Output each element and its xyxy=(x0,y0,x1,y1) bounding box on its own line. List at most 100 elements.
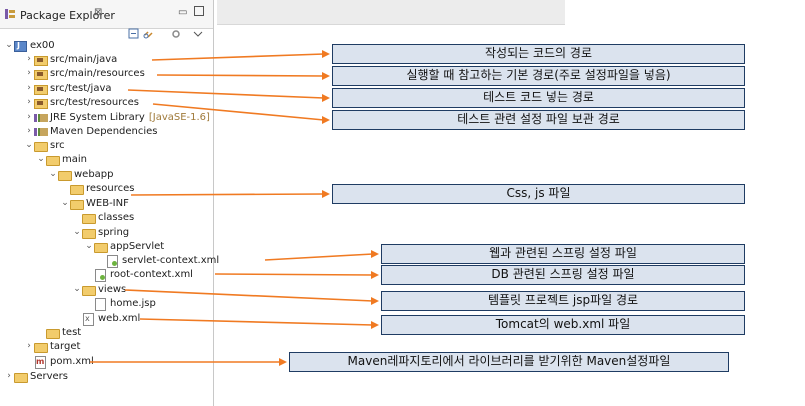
folder-icon xyxy=(34,341,48,353)
chevron-right-icon[interactable]: › xyxy=(27,126,31,136)
tree-item-decoration: [JavaSE-1.6] xyxy=(148,112,210,123)
tree-item-src-test-java[interactable]: ›src/test/java xyxy=(24,82,112,95)
tree-item-webapp[interactable]: ⌄ webapp xyxy=(48,168,114,181)
chevron-down-icon[interactable]: ⌄ xyxy=(73,227,81,237)
chevron-right-icon[interactable]: › xyxy=(27,97,31,107)
maximize-icon[interactable] xyxy=(194,6,204,16)
tree-item-spring[interactable]: ⌄ spring xyxy=(72,226,129,239)
tree-item-jre[interactable]: › JRE System Library[JavaSE-1.6] xyxy=(24,111,210,124)
tree-item-label: src xyxy=(50,140,65,151)
folder-icon xyxy=(46,154,60,166)
tree-item-servers[interactable]: › Servers xyxy=(4,370,68,383)
package-folder-icon xyxy=(34,97,48,109)
annotation-box-views: 템플릿 프로젝트 jsp파일 경로 xyxy=(381,291,745,311)
tree-item-label: webapp xyxy=(74,169,114,180)
tree-item-label: root-context.xml xyxy=(110,269,193,280)
folder-icon xyxy=(94,241,108,253)
annotation-box-web-xml: Tomcat의 web.xml 파일 xyxy=(381,315,745,335)
project-icon xyxy=(14,39,27,52)
xml-file-icon xyxy=(82,312,95,326)
tree-item-label: Servers xyxy=(30,371,69,382)
annotation-box-root-context: DB 관련된 스프링 설정 파일 xyxy=(381,265,745,285)
tree-item-label: spring xyxy=(98,227,130,238)
arrow-head-test-java xyxy=(322,94,330,102)
tree-item-main[interactable]: ⌄ main xyxy=(36,153,87,166)
tree-item-label: main xyxy=(62,154,87,165)
view-tab-title[interactable]: Package Explorer xyxy=(20,9,115,22)
tree-item-label: appServlet xyxy=(110,241,165,252)
arrow-head-root-context xyxy=(371,271,379,279)
library-icon xyxy=(34,126,48,137)
chevron-right-icon[interactable]: › xyxy=(27,112,31,122)
folder-icon xyxy=(14,371,28,383)
tree-item-label: servlet-context.xml xyxy=(122,255,220,266)
tree-item-label: views xyxy=(98,284,127,295)
annotation-box-main-java: 작성되는 코드의 경로 xyxy=(332,44,745,64)
editor-area xyxy=(217,0,565,25)
chevron-right-icon[interactable]: › xyxy=(27,54,31,64)
tree-item-label: WEB-INF xyxy=(86,198,129,209)
tree-item-label: test xyxy=(62,327,82,338)
tree-item-src-main-java[interactable]: ›src/main/java xyxy=(24,53,117,66)
tree-item-appservlet[interactable]: ⌄ appServlet xyxy=(84,240,164,253)
tree-item-web-inf[interactable]: ⌄ WEB-INF xyxy=(60,197,129,210)
annotation-box-servlet-context: 웹과 관련된 스프링 설정 파일 xyxy=(381,244,745,264)
view-tab-bar: Package Explorer ⊠ ▭ xyxy=(0,0,213,29)
tree-item-pom[interactable]: pom.xml xyxy=(24,355,94,369)
folder-icon xyxy=(82,212,96,224)
chevron-right-icon[interactable]: › xyxy=(27,68,31,78)
tree-item-ex00[interactable]: ⌄ ex00 xyxy=(4,39,55,52)
maven-pom-icon xyxy=(34,355,47,369)
tree-item-label: classes xyxy=(98,212,135,223)
arrow-head-resources xyxy=(322,190,330,198)
tree-item-test[interactable]: test xyxy=(36,326,81,339)
tree-item-web-xml[interactable]: web.xml xyxy=(72,312,141,326)
arrow-head-main-resources xyxy=(322,72,330,80)
package-folder-icon xyxy=(34,68,48,80)
tree-item-label: src/test/resources xyxy=(50,97,140,108)
tree-item-src[interactable]: ⌄ src xyxy=(24,139,65,152)
annotation-box-pom: Maven레파지토리에서 라이브러리를 받기위한 Maven설정파일 xyxy=(289,352,729,372)
tree-item-src-main-resources[interactable]: ›src/main/resources xyxy=(24,67,145,80)
chevron-down-icon[interactable]: ⌄ xyxy=(73,284,81,294)
chevron-right-icon[interactable]: › xyxy=(7,371,11,381)
tree-item-home-jsp[interactable]: home.jsp xyxy=(84,297,156,311)
tree-item-label: JRE System Library xyxy=(50,112,145,123)
tree-item-resources[interactable]: resources xyxy=(60,182,134,195)
package-folder-icon xyxy=(34,54,48,66)
chevron-right-icon[interactable]: › xyxy=(27,83,31,93)
tree-item-src-test-resources[interactable]: › src/test/resources xyxy=(24,96,139,109)
tree-item-target[interactable]: › target xyxy=(24,340,80,353)
collapse-all-icon[interactable] xyxy=(128,28,140,40)
chevron-down-icon[interactable]: ⌄ xyxy=(25,140,33,150)
chevron-down-icon[interactable]: ⌄ xyxy=(61,198,69,208)
tree-item-label: web.xml xyxy=(98,313,141,324)
view-menu-settings-icon[interactable] xyxy=(170,28,182,40)
chevron-down-icon[interactable]: ⌄ xyxy=(85,241,93,251)
link-with-editor-icon[interactable] xyxy=(143,28,155,40)
tree-item-views[interactable]: ⌄ views xyxy=(72,283,126,296)
tree-item-root-context[interactable]: root-context.xml xyxy=(84,268,193,282)
tree-item-maven-deps[interactable]: ›Maven Dependencies xyxy=(24,125,157,138)
tree-item-label: home.jsp xyxy=(110,298,156,309)
arrow-line-servlet-context xyxy=(264,253,374,261)
arrow-head-servlet-context xyxy=(371,250,379,258)
annotation-box-test-java: 테스트 코드 넣는 경로 xyxy=(332,88,745,108)
folder-icon xyxy=(70,198,84,210)
chevron-down-icon[interactable]: ⌄ xyxy=(49,169,57,179)
tree-item-label: target xyxy=(50,341,81,352)
chevron-down-icon[interactable]: ⌄ xyxy=(37,154,45,164)
tree-item-label: ex00 xyxy=(30,40,55,51)
minimize-icon[interactable]: ▭ xyxy=(178,7,188,18)
library-icon xyxy=(34,112,48,123)
annotation-box-main-resources: 실행할 때 참고하는 기본 경로(주로 설정파일을 넣음) xyxy=(332,66,745,86)
chevron-down-icon[interactable] xyxy=(192,28,204,40)
spring-xml-icon xyxy=(94,269,107,282)
chevron-down-icon[interactable]: ⌄ xyxy=(5,40,13,50)
chevron-right-icon[interactable]: › xyxy=(27,341,31,351)
tree-item-classes[interactable]: classes xyxy=(72,211,134,224)
package-explorer-icon xyxy=(5,9,15,19)
close-icon[interactable]: ⊠ xyxy=(94,7,103,18)
tree-item-label: pom.xml xyxy=(50,356,94,367)
tree-item-servlet-context[interactable]: servlet-context.xml xyxy=(96,254,220,268)
